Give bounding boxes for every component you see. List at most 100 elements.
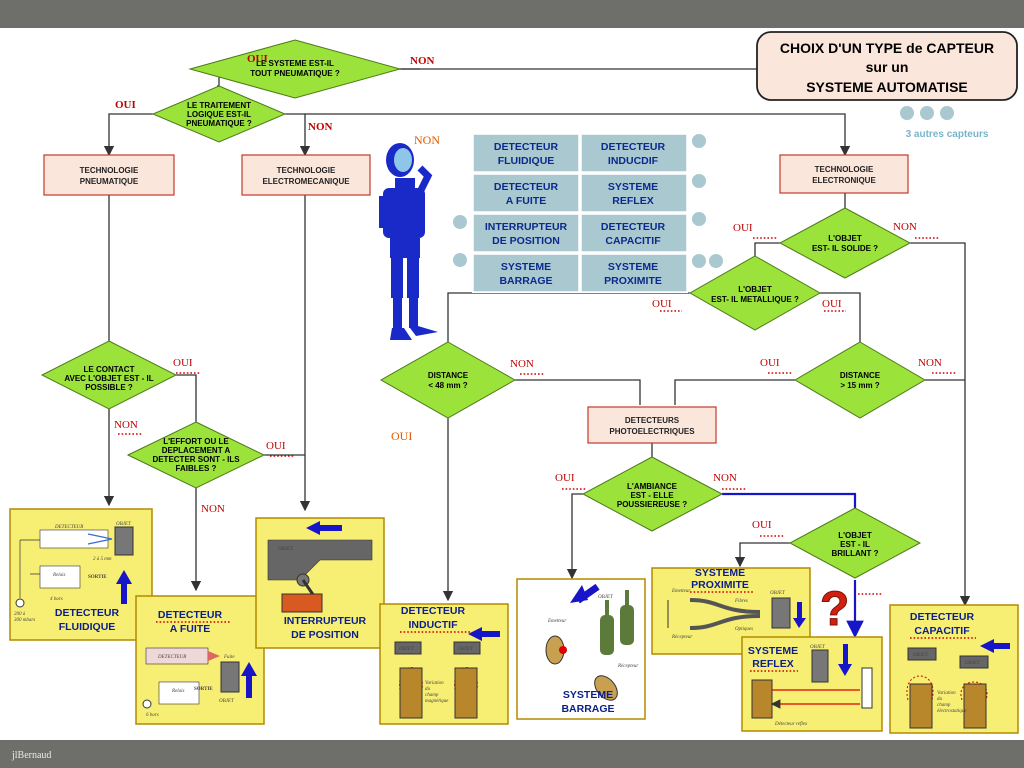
svg-text:SORTIE: SORTIE — [88, 575, 107, 580]
svg-text:DETECTEUR: DETECTEUR — [157, 655, 186, 660]
svg-text:DETECTEURS: DETECTEURS — [625, 416, 680, 425]
svg-text:du: du — [425, 687, 431, 692]
svg-text:EST- IL SOLIDE ?: EST- IL SOLIDE ? — [812, 244, 878, 253]
svg-text:TOUT PNEUMATIQUE ?: TOUT PNEUMATIQUE ? — [250, 69, 340, 78]
result-title: SYSTEME — [695, 567, 745, 579]
sensor-dot-icon[interactable] — [920, 106, 934, 120]
svg-text:LOGIQUE EST-IL: LOGIQUE EST-IL — [187, 110, 251, 119]
svg-text:PNEUMATIQUE ?: PNEUMATIQUE ? — [186, 119, 252, 128]
label-non: NON — [410, 55, 435, 67]
svg-text:Emetteur: Emetteur — [547, 619, 566, 624]
svg-text:EST- IL METALLIQUE ?: EST- IL METALLIQUE ? — [711, 295, 799, 304]
result-proximite: SYSTEME PROXIMITE Emetteur Récepteur Fib… — [651, 567, 850, 655]
svg-text:L'OBJET: L'OBJET — [738, 285, 772, 294]
decision-pneumatique: LE SYSTEME EST-IL TOUT PNEUMATIQUE ? — [188, 39, 402, 99]
svg-text:Fuite: Fuite — [223, 655, 235, 660]
arrow-down-icon — [793, 618, 806, 628]
svg-text:> 15 mm ?: > 15 mm ? — [840, 381, 879, 390]
svg-text:REFLEX: REFLEX — [612, 195, 653, 207]
svg-text:OBJET: OBJET — [810, 645, 826, 650]
label-oui: OUI — [266, 440, 286, 452]
grid-cell-fluidique[interactable]: DETECTEUR FLUIDIQUE — [494, 141, 559, 167]
svg-text:FAIBLES ?: FAIBLES ? — [176, 464, 217, 473]
svg-text:DEPLACEMENT A: DEPLACEMENT A — [162, 446, 231, 455]
label-non: NON — [414, 133, 440, 147]
diagram-slide: CHOIX D'UN TYPE de CAPTEUR sur un SYSTEM… — [0, 28, 1024, 740]
svg-text:OBJET: OBJET — [458, 647, 474, 652]
sensor-dot-icon[interactable] — [692, 134, 706, 148]
other-sensors[interactable]: 3 autres capteurs — [900, 106, 989, 140]
arrow-left-icon — [306, 521, 320, 535]
grid-cell-inducdif[interactable]: DETECTEUR INDUCDIF — [601, 141, 666, 167]
svg-text:< 48 mm ?: < 48 mm ? — [428, 381, 467, 390]
sensor-dot-icon[interactable] — [692, 254, 706, 268]
title-box: CHOIX D'UN TYPE de CAPTEUR sur un SYSTEM… — [756, 31, 1018, 101]
svg-text:électrostatique: électrostatique — [937, 709, 967, 714]
tech-electronique: TECHNOLOGIE ELECTRONIQUE — [779, 154, 909, 194]
svg-text:FLUIDIQUE: FLUIDIQUE — [498, 155, 555, 167]
label-oui: OUI — [247, 53, 268, 65]
svg-text:ELECTROMECANIQUE: ELECTROMECANIQUE — [262, 177, 350, 186]
sensor-dot-icon[interactable] — [692, 174, 706, 188]
result-barrage: OBJET Emetteur Récepteur SYSTEME BARRAGE — [516, 578, 646, 720]
svg-text:INDUCDIF: INDUCDIF — [608, 155, 659, 167]
label-oui: OUI — [760, 357, 780, 369]
sensor-dot-icon[interactable] — [709, 254, 723, 268]
arrow-left-icon — [468, 627, 482, 641]
svg-text:300 mbars: 300 mbars — [14, 618, 35, 623]
svg-text:DETECTER SONT - ILS: DETECTER SONT - ILS — [152, 455, 240, 464]
tech-electromecanique: TECHNOLOGIE ELECTROMECANIQUE — [241, 154, 371, 196]
decision-metallique: L'OBJET EST- IL METALLIQUE ? — [688, 255, 822, 331]
svg-text:POSSIBLE ?: POSSIBLE ? — [85, 383, 133, 392]
decision-traitement: LE TRAITEMENT LOGIQUE EST-IL PNEUMATIQUE… — [151, 85, 287, 143]
result-title: DETECTEUR — [401, 605, 466, 617]
sensor-dot-icon[interactable] — [940, 106, 954, 120]
flowchart: CHOIX D'UN TYPE de CAPTEUR sur un SYSTEM… — [9, 31, 1019, 734]
svg-text:PROXIMITE: PROXIMITE — [604, 275, 662, 287]
svg-text:LE CONTACT: LE CONTACT — [84, 365, 135, 374]
label-oui: OUI — [555, 472, 575, 484]
result-fuite: DETECTEUR A FUITE DETECTEUR Fuite OBJET … — [135, 595, 265, 725]
svg-text:DETECTEUR: DETECTEUR — [54, 525, 83, 530]
svg-text:BRILLANT ?: BRILLANT ? — [831, 549, 878, 558]
svg-text:2 à 5 mm: 2 à 5 mm — [93, 557, 112, 562]
svg-text:OBJET: OBJET — [399, 647, 415, 652]
result-title: FLUIDIQUE — [59, 621, 116, 633]
svg-text:LE TRAITEMENT: LE TRAITEMENT — [187, 101, 251, 110]
grid-cell-barrage[interactable]: SYSTEME BARRAGE — [499, 261, 552, 287]
sensor-dot-icon[interactable] — [692, 212, 706, 226]
svg-text:DETECTEUR: DETECTEUR — [601, 221, 666, 233]
svg-text:4 bars: 4 bars — [50, 597, 63, 602]
svg-text:OBJET: OBJET — [278, 547, 294, 552]
grid-cell-interrupteur[interactable]: INTERRUPTEUR DE POSITION — [485, 221, 568, 247]
decision-distance48: DISTANCE < 48 mm ? — [379, 341, 517, 419]
svg-text:DETECTEUR: DETECTEUR — [494, 141, 559, 153]
svg-text:Emetteur: Emetteur — [671, 589, 690, 594]
svg-text:LE SYSTEME EST-IL: LE SYSTEME EST-IL — [256, 59, 334, 68]
grid-cell-capacitif[interactable]: DETECTEUR CAPACITIF — [601, 221, 666, 247]
svg-text:ELECTRONIQUE: ELECTRONIQUE — [812, 176, 876, 185]
sensor-dot-icon[interactable] — [453, 215, 467, 229]
svg-text:Récepteur: Récepteur — [671, 635, 692, 640]
label-oui: OUI — [652, 298, 672, 310]
svg-text:200 à: 200 à — [14, 612, 26, 617]
result-title: CAPACITIF — [914, 625, 970, 637]
svg-text:Relais: Relais — [52, 573, 66, 578]
svg-text:Variation: Variation — [937, 691, 956, 696]
grid-cell-fuite[interactable]: DETECTEUR A FUITE — [494, 181, 559, 207]
svg-text:TECHNOLOGIE: TECHNOLOGIE — [815, 165, 874, 174]
svg-text:PNEUMATIQUE: PNEUMATIQUE — [80, 177, 139, 186]
decision-poussiereuse: L'AMBIANCE EST - ELLE POUSSIEREUSE ? — [581, 456, 724, 532]
title-line-3: SYSTEME AUTOMATISE — [806, 79, 968, 95]
sensor-dot-icon[interactable] — [900, 106, 914, 120]
svg-text:EST - IL: EST - IL — [840, 540, 870, 549]
svg-text:Relais: Relais — [171, 689, 185, 694]
result-capacitif: DETECTEUR CAPACITIF OBJET OBJET Variatio… — [889, 604, 1019, 734]
label-non: NON — [918, 357, 942, 369]
svg-text:DE POSITION: DE POSITION — [492, 235, 560, 247]
label-non: NON — [510, 358, 534, 370]
grid-cell-proximite[interactable]: SYSTEME PROXIMITE — [604, 261, 662, 287]
sensor-dot-icon[interactable] — [453, 253, 467, 267]
grid-cell-reflex[interactable]: SYSTEME REFLEX — [608, 181, 658, 207]
label-oui: OUI — [173, 357, 193, 369]
